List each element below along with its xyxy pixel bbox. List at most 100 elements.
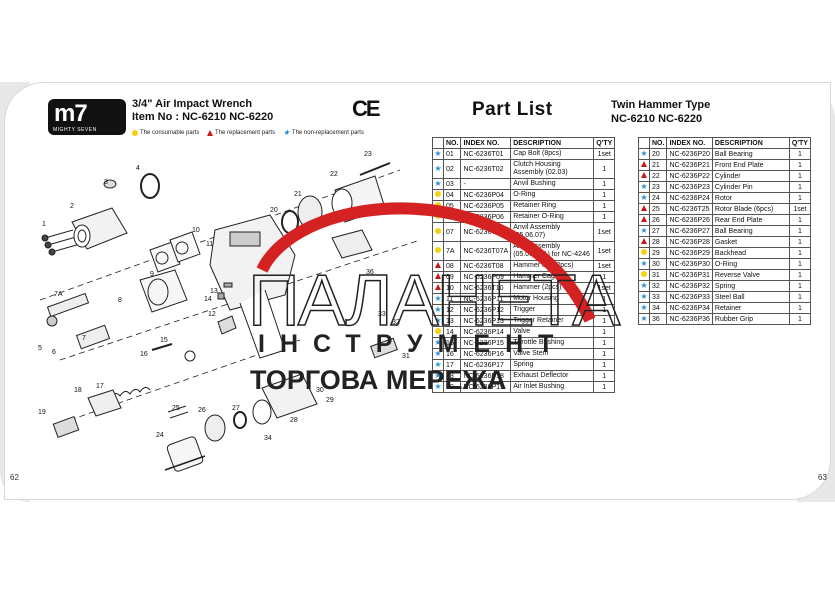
row-no: 26: [648, 214, 668, 226]
header-index: INDEX NO.: [666, 137, 713, 149]
row-qty: 1set: [593, 222, 616, 242]
row-qty: 1: [788, 291, 811, 303]
row-index: NC-6236P33: [666, 291, 713, 303]
row-index: NC-6236P28: [666, 236, 713, 248]
row-marker: ★: [432, 315, 444, 327]
row-description: Spring: [711, 280, 790, 292]
row-qty: 1: [788, 170, 811, 182]
header-no: NO.: [648, 137, 668, 149]
non-replacement-star-icon: ★: [434, 359, 442, 369]
row-index: NC-6236P05: [460, 200, 512, 212]
row-no: 04: [442, 189, 462, 201]
header-description: DESCRIPTION: [510, 137, 595, 149]
non-replacement-star-icon: ★: [640, 148, 648, 158]
row-description: Rubber Grip: [711, 313, 790, 325]
row-description: Motor Housing: [510, 293, 595, 305]
logo-main-text: m7: [54, 100, 88, 127]
row-no: 09: [442, 271, 462, 283]
row-marker: ★: [432, 178, 444, 190]
row-description: Hammer Cage: [510, 271, 595, 283]
row-qty: 1set: [593, 148, 616, 160]
row-qty: 1set: [788, 203, 811, 215]
consumable-dot-icon: [435, 190, 441, 197]
row-no: 28: [648, 236, 668, 248]
row-qty: 1: [788, 148, 811, 160]
row-no: 03: [442, 178, 462, 190]
row-description: Rotor: [711, 192, 790, 204]
replacement-triangle-icon: [435, 283, 441, 290]
non-replacement-star-icon: ★: [434, 304, 442, 314]
row-qty: 1: [788, 181, 811, 193]
row-marker: ★: [638, 313, 650, 325]
non-replacement-star-icon: ★: [282, 128, 290, 137]
non-replacement-star-icon: ★: [640, 291, 648, 301]
type-line-1: Twin Hammer Type: [611, 99, 711, 111]
watermark-line-1: ІНСТРУМЕНТ: [258, 330, 569, 358]
row-description: Anvil Bushing: [510, 178, 595, 190]
row-marker: ★: [432, 304, 444, 316]
replacement-triangle-icon: [641, 204, 647, 211]
row-index: NC-6236P20: [666, 148, 713, 160]
row-description: Gasket: [711, 236, 790, 248]
row-description: Cap Bolt (8pcs): [510, 148, 595, 160]
replacement-triangle-icon: [641, 215, 647, 222]
replacement-triangle-icon: [435, 261, 441, 268]
row-description: Front End Plate: [711, 159, 790, 171]
row-description: Rotor Blade (6pcs): [711, 203, 790, 215]
consumable-dot-icon: [641, 270, 647, 277]
row-no: 7A: [442, 241, 462, 261]
row-qty: 1: [593, 211, 616, 223]
row-qty: 1: [788, 247, 811, 259]
row-no: 36: [648, 313, 668, 325]
row-marker: [638, 170, 650, 182]
non-replacement-star-icon: ★: [434, 163, 442, 173]
non-replacement-star-icon: ★: [434, 370, 442, 380]
row-no: 22: [648, 170, 668, 182]
row-qty: 1: [593, 200, 616, 212]
replacement-triangle-icon: [641, 160, 647, 167]
replacement-triangle-icon: [207, 129, 214, 136]
row-qty: 1: [593, 178, 616, 190]
row-description: Reverse Valve: [711, 269, 790, 281]
row-description: Cylinder: [711, 170, 790, 182]
logo-sub-text: MIGHTY SEVEN: [53, 127, 97, 133]
row-no: 25: [648, 203, 668, 215]
row-description: Trigger Retainer: [510, 315, 595, 327]
row-description: Anvil Assembly (05.06.07): [510, 222, 595, 242]
non-replacement-star-icon: ★: [640, 280, 648, 290]
row-qty: 1: [593, 304, 616, 316]
row-index: NC-6236P30: [666, 258, 713, 270]
row-no: 32: [648, 280, 668, 292]
row-marker: ★: [638, 280, 650, 292]
row-marker: ★: [432, 159, 444, 179]
header-qty: Q'TY: [788, 137, 811, 149]
row-qty: 1: [788, 159, 811, 171]
row-marker: ★: [638, 181, 650, 193]
row-description: Spring: [510, 359, 595, 371]
row-no: 31: [648, 269, 668, 281]
non-replacement-star-icon: ★: [434, 315, 442, 325]
non-replacement-star-icon: ★: [434, 348, 442, 358]
row-no: 30: [648, 258, 668, 270]
row-qty: 1: [593, 337, 616, 349]
row-index: NC-6236P12: [460, 304, 512, 316]
row-qty: 1set: [593, 260, 616, 272]
row-no: 27: [648, 225, 668, 237]
row-marker: [432, 200, 444, 212]
row-marker: [638, 203, 650, 215]
row-index: NC-6236P29: [666, 247, 713, 259]
row-index: NC-6236P04: [460, 189, 512, 201]
